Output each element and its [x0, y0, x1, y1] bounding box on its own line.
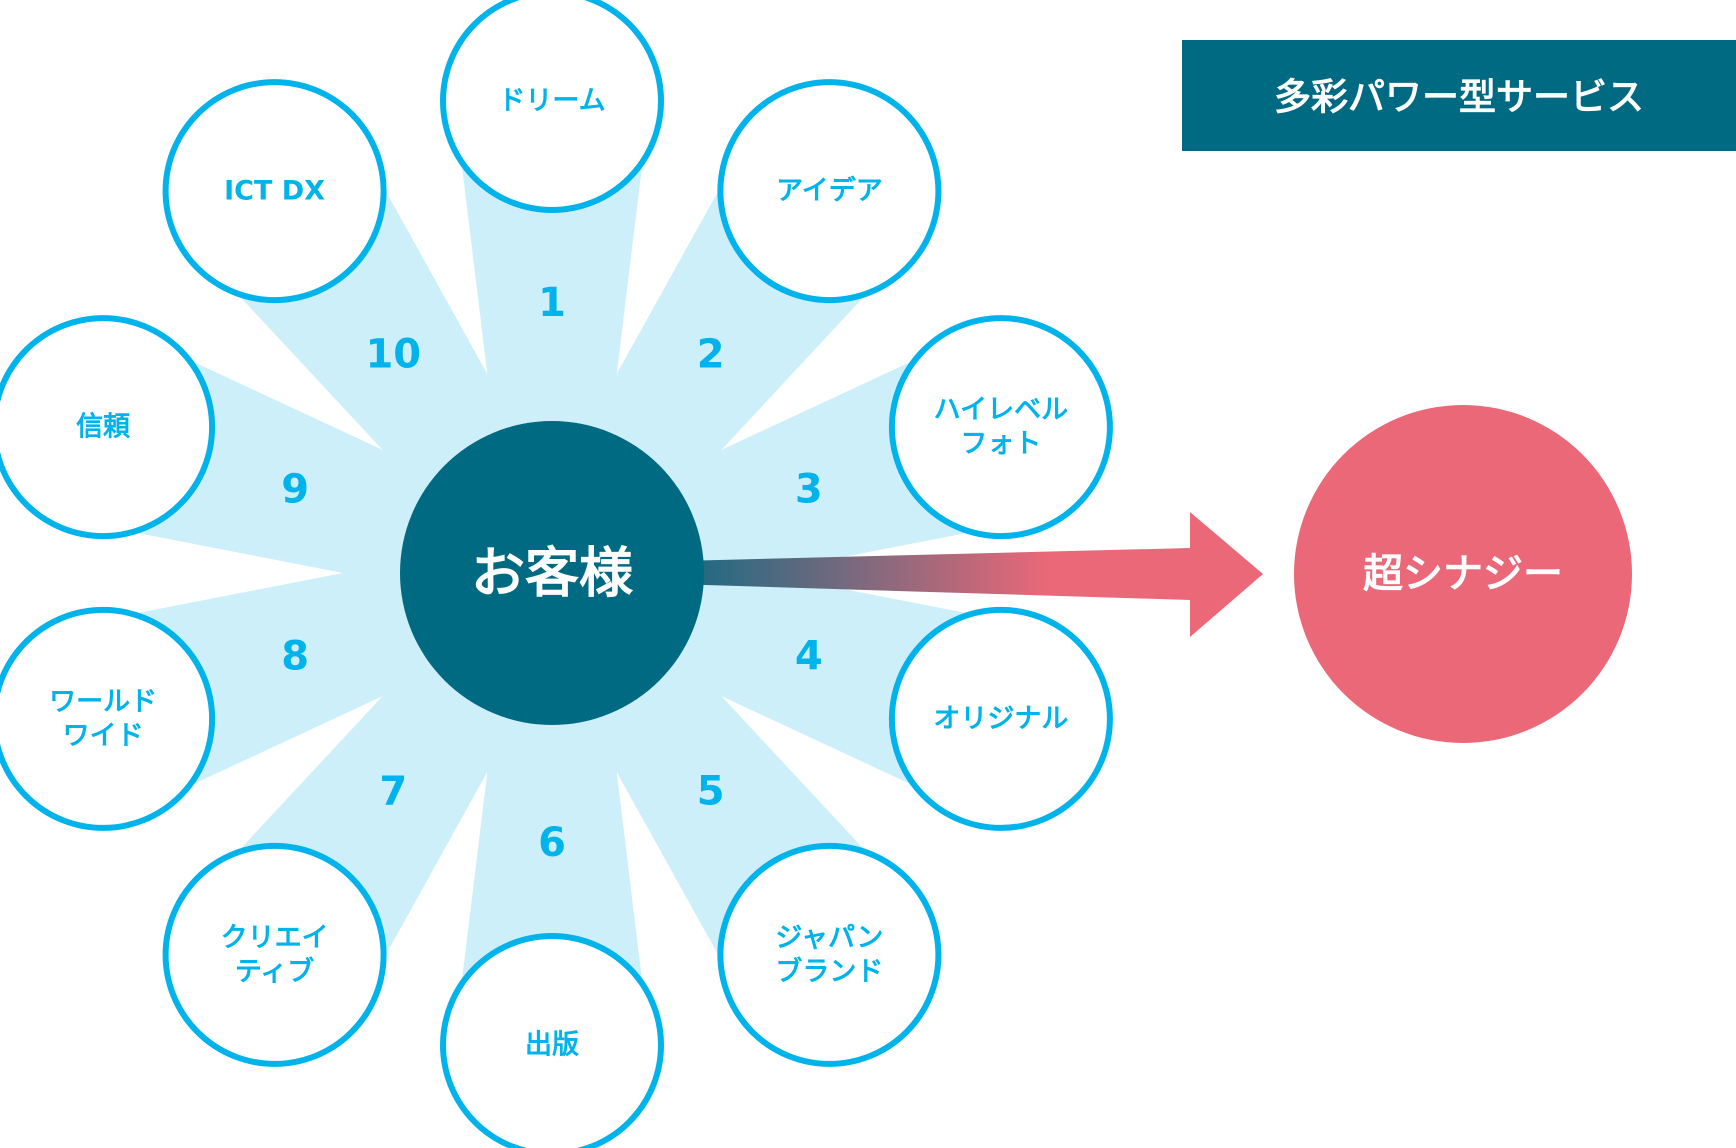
service-label: ドリーム — [498, 86, 605, 117]
service-circle — [888, 315, 1113, 540]
service-label: ICT DX — [224, 176, 325, 207]
service-node-4: オリジナル — [888, 606, 1113, 831]
service-node-10: ICT DX — [162, 79, 387, 304]
result-label: 超シナジー — [1363, 551, 1563, 597]
center-circle — [400, 421, 704, 725]
result-node: 超シナジー — [1294, 405, 1632, 743]
service-label: クリエイ — [221, 922, 329, 953]
service-label: 信頼 — [76, 412, 131, 443]
service-node-2: アイデア — [717, 79, 942, 304]
service-label: 出版 — [525, 1030, 579, 1061]
service-circle — [717, 79, 942, 304]
service-node-6: 出版 — [440, 933, 664, 1148]
center-label: お客様 — [471, 542, 634, 605]
service-node-1: ドリーム — [440, 0, 664, 213]
title-text: 多彩パワー型サービス — [1274, 76, 1644, 119]
service-label: ティブ — [235, 955, 314, 987]
center-node: お客様 — [400, 421, 704, 725]
service-number-1: 1 — [538, 280, 566, 326]
service-label: アイデア — [776, 175, 883, 207]
service-number-2: 2 — [697, 332, 725, 378]
result-circle — [1294, 405, 1632, 743]
service-number-6: 6 — [538, 820, 566, 866]
service-number-4: 4 — [795, 633, 823, 679]
service-node-9: 信頼 — [0, 315, 216, 540]
service-circle — [888, 606, 1113, 831]
service-circle — [162, 79, 387, 304]
service-circle — [0, 315, 216, 540]
service-label: オリジナル — [933, 703, 1068, 734]
service-number-9: 9 — [281, 467, 309, 513]
service-number-8: 8 — [281, 633, 309, 679]
service-circle — [440, 933, 664, 1148]
title-box: 多彩パワー型サービス — [1182, 40, 1736, 151]
title-background — [1182, 40, 1736, 151]
service-label: ジャパン — [775, 922, 883, 953]
service-number-5: 5 — [697, 768, 725, 814]
service-circle — [440, 0, 664, 213]
service-circle — [0, 606, 216, 831]
service-number-3: 3 — [795, 467, 823, 513]
number-layer: 1 2 3 4 5 6 7 8 9 10 — [281, 280, 822, 866]
service-label: ハイレベル — [934, 395, 1068, 426]
satellite-layer: ドリームアイデアハイレベルフォトオリジナルジャパンブランド出版クリエイティブワー… — [0, 0, 1113, 1148]
service-number-10: 10 — [365, 332, 421, 378]
service-circle — [717, 842, 942, 1067]
service-circle — [162, 842, 387, 1067]
service-number-7: 7 — [379, 768, 407, 814]
service-label: フォト — [960, 429, 1041, 460]
synergy-arrow — [640, 512, 1263, 637]
service-label: ワールド — [49, 686, 157, 717]
service-label: ブランド — [775, 955, 883, 987]
service-label: ワイド — [63, 720, 144, 751]
